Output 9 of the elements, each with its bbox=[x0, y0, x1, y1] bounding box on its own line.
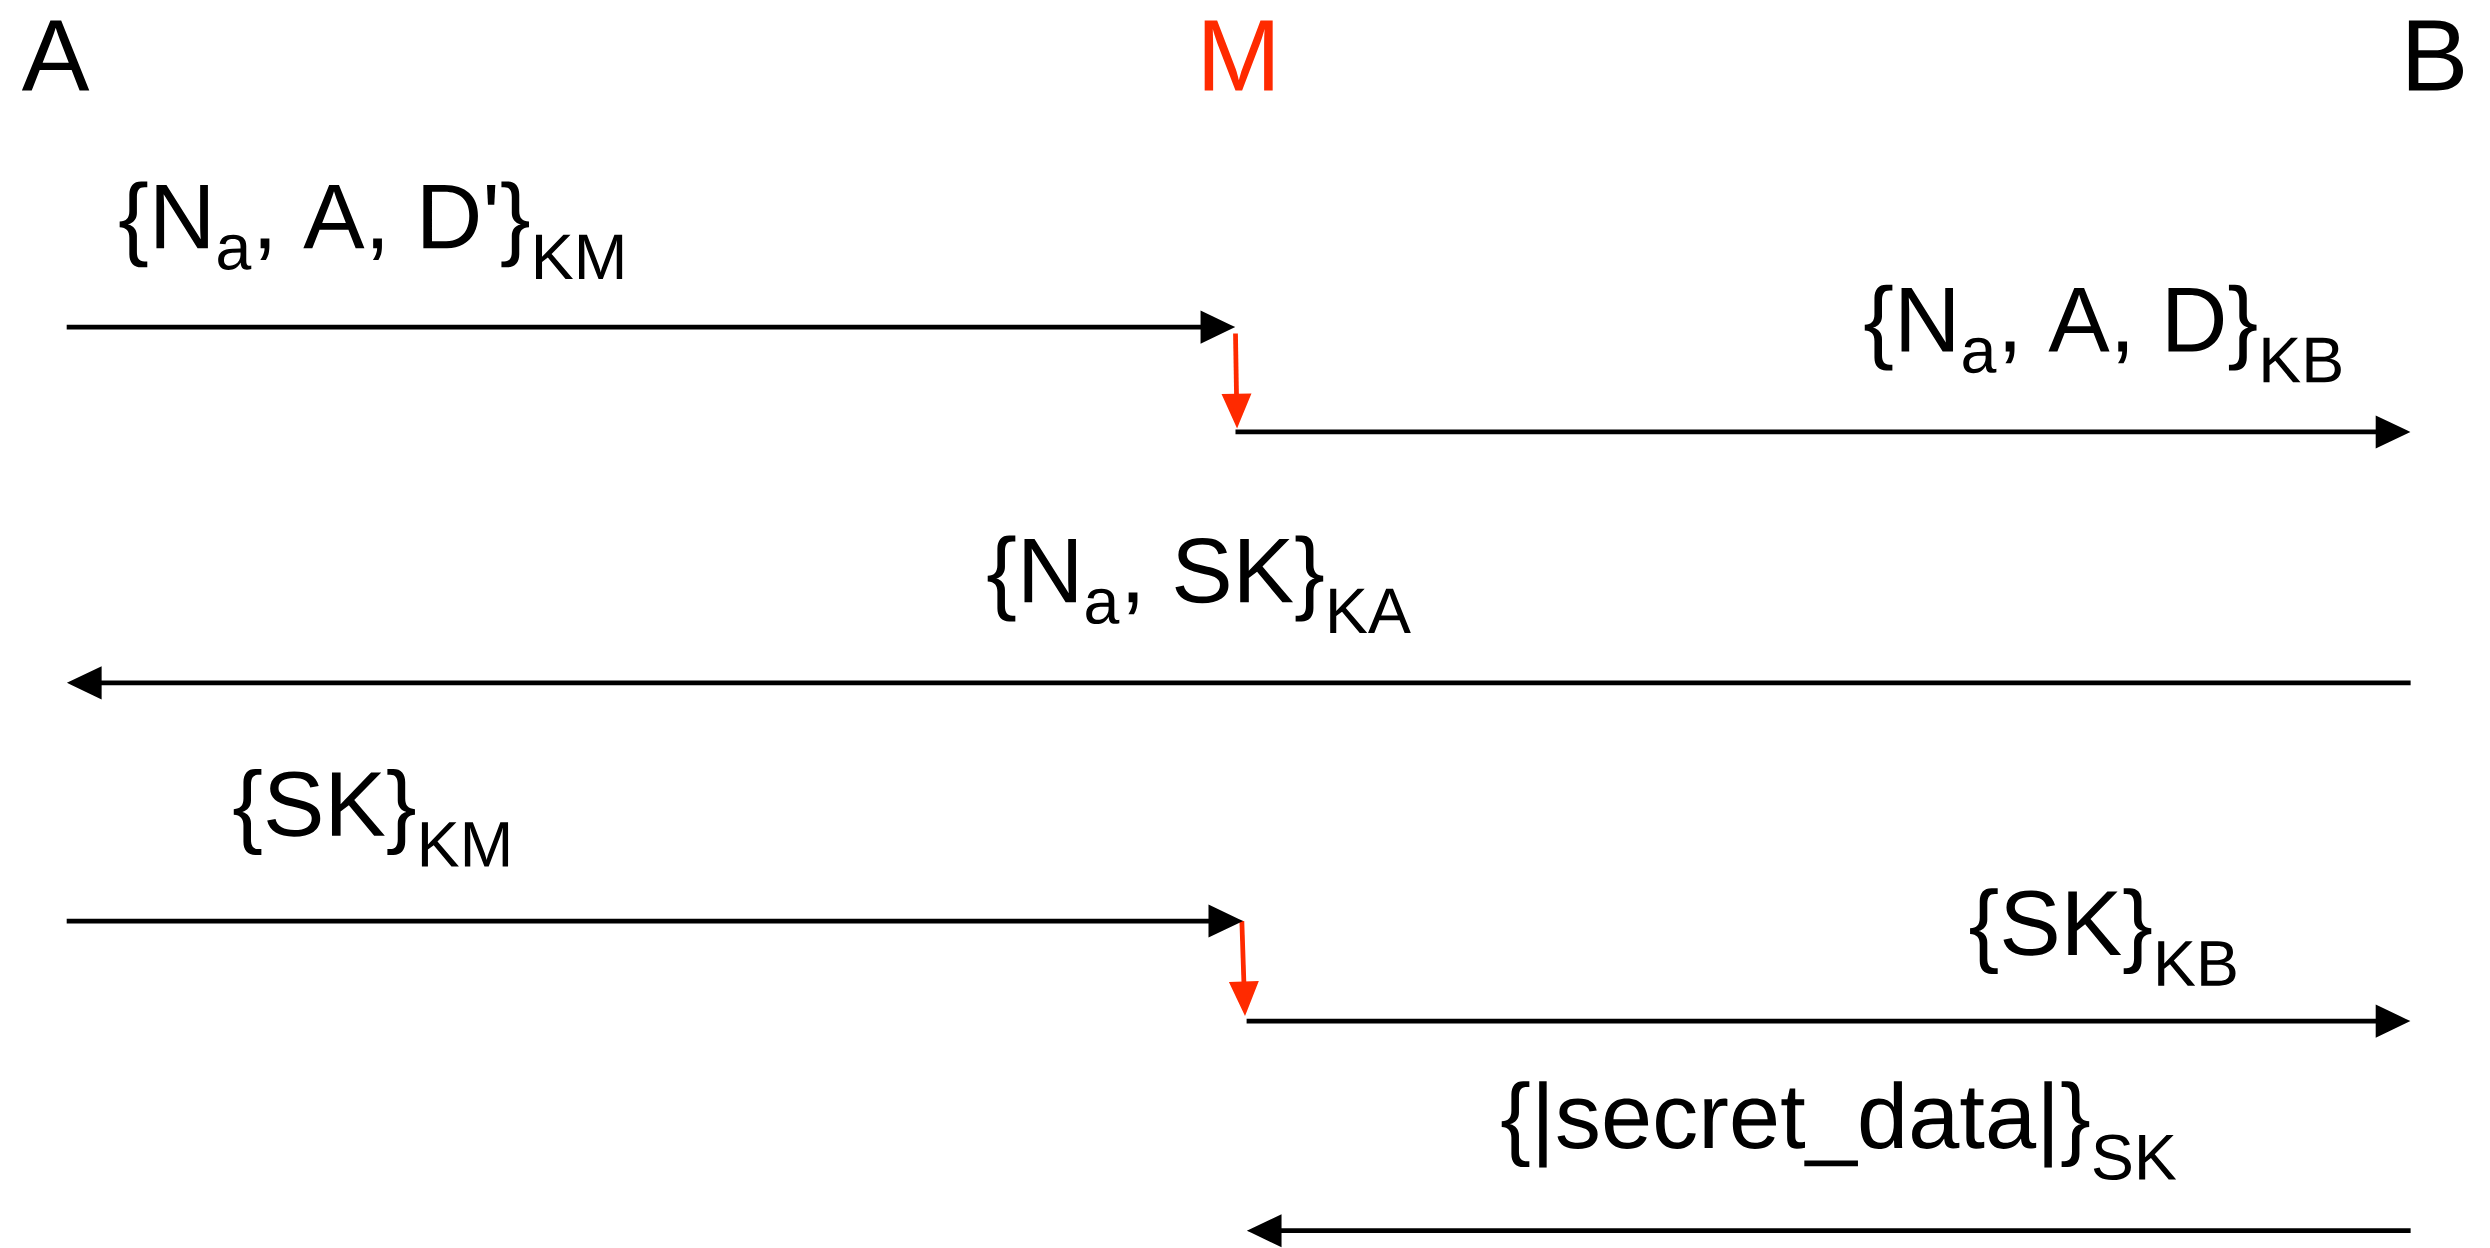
message-label: {SK}$_{KB}$ bbox=[1970, 888, 2236, 986]
message-label: {|secret_data|}$_{SK}$ bbox=[1501, 1081, 2177, 1180]
message-label: {N$_{a}$, A, D'}$_{KM}$ bbox=[119, 181, 623, 279]
message-label: {SK}$_{KM}$ bbox=[233, 769, 509, 867]
participant-label: M bbox=[1204, 20, 1273, 91]
message-label: {N$_{a}$, A, D}$_{KB}$ bbox=[1864, 284, 2341, 383]
participant-label: A bbox=[21, 20, 90, 91]
participant-label: B bbox=[2408, 20, 2463, 91]
message-label: {N$_{a}$, SK}$_{KA}$ bbox=[987, 535, 1411, 634]
